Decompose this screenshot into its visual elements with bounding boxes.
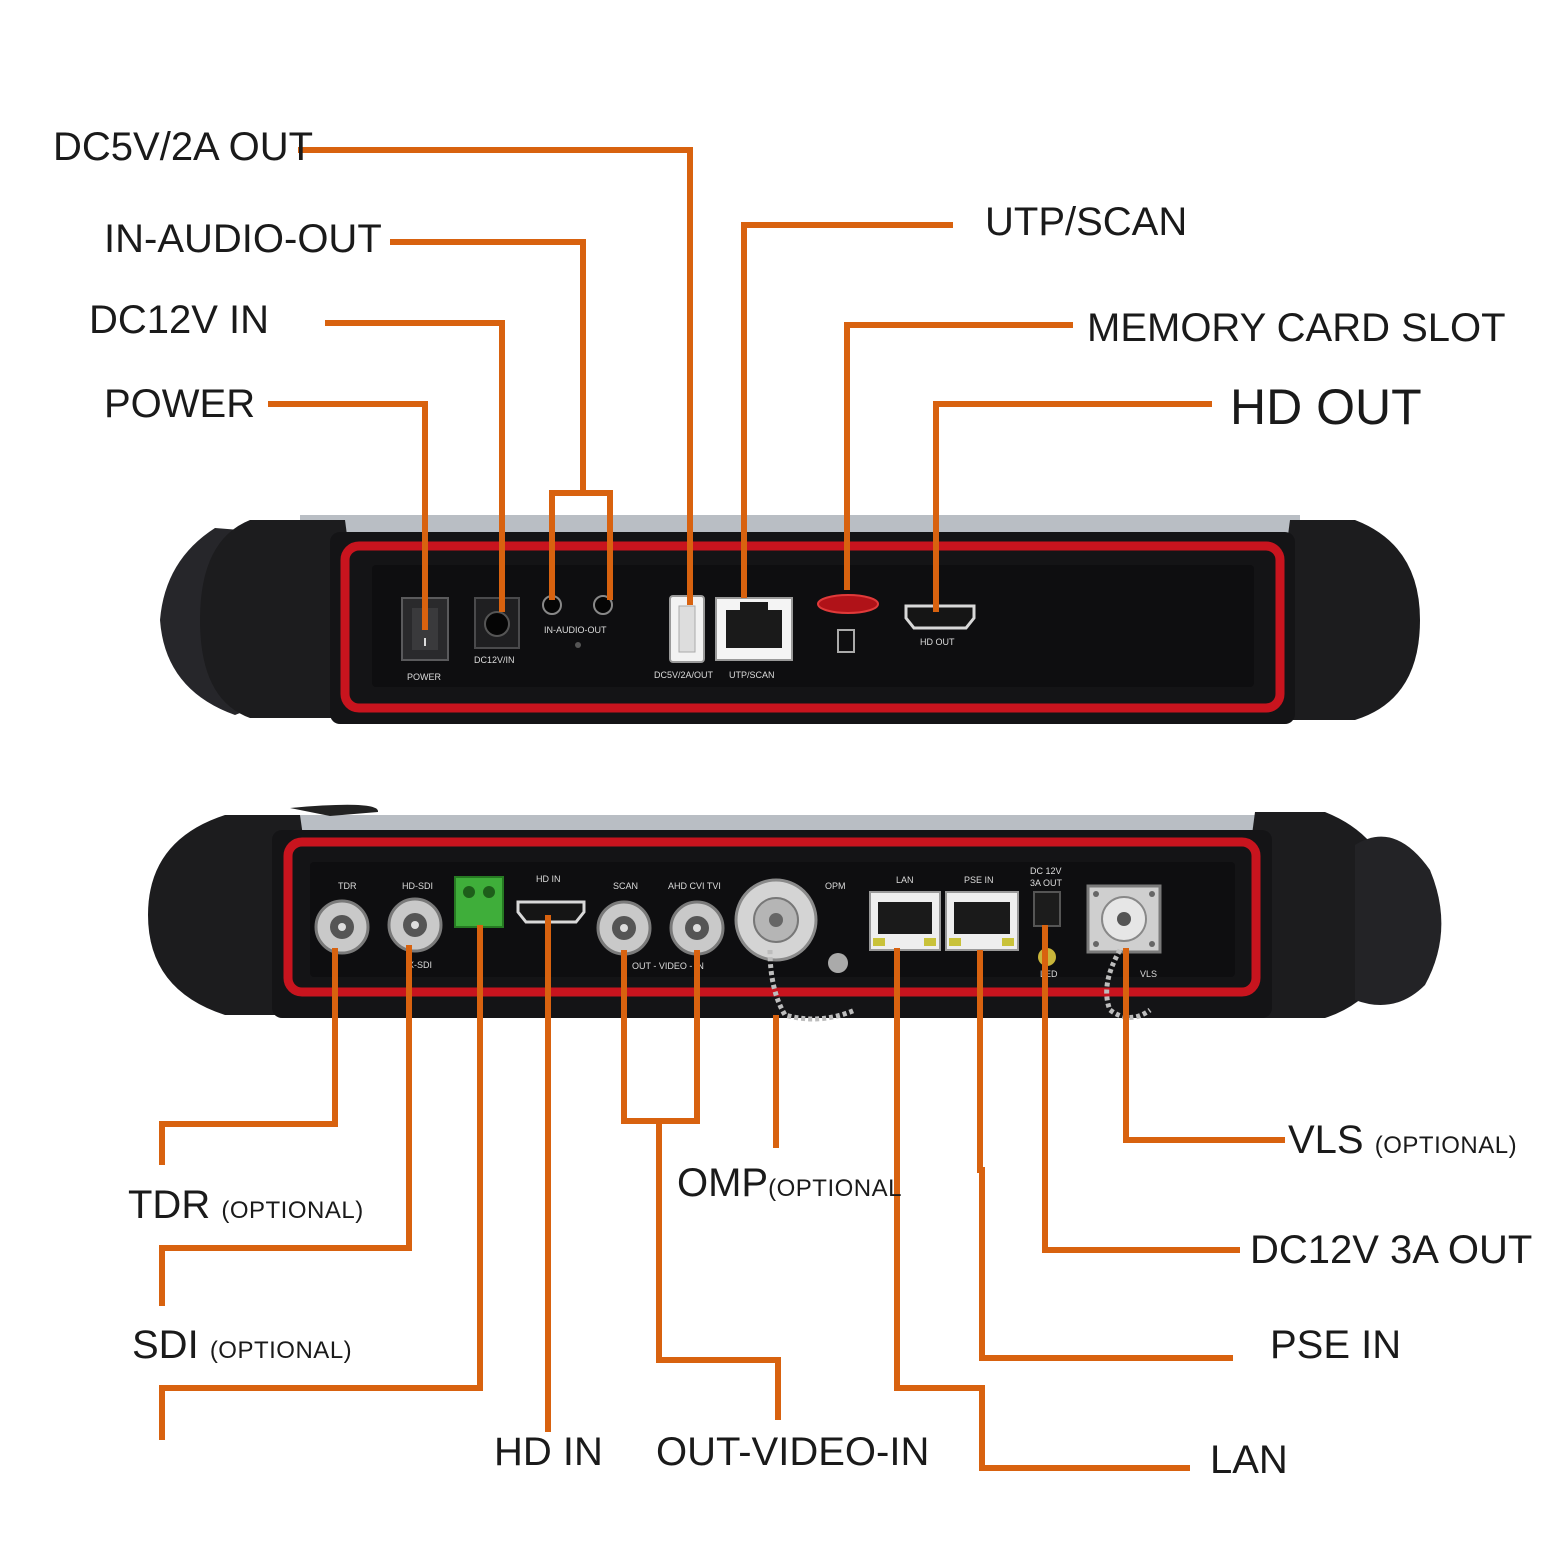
leader-hd-out (933, 401, 1212, 612)
label-dc5v-out: DC5V/2A OUT (53, 125, 314, 169)
silk-utp: UTP/SCAN (729, 670, 775, 680)
silk-dc-2: 3A OUT (1030, 878, 1063, 888)
label-utp-scan: UTP/SCAN (985, 200, 1188, 244)
silk-ahd: AHD CVI TVI (668, 881, 721, 891)
label-in-audio-out: IN-AUDIO-OUT (104, 217, 382, 261)
memory-card-slot (817, 594, 879, 614)
bnc-video-in (669, 900, 725, 956)
leader-pse (977, 950, 1233, 1361)
leader-lan (894, 948, 1190, 1471)
opm-connector (734, 878, 818, 962)
label-omp: OMP(OPTIONAL (677, 1163, 902, 1203)
silk-tdr: TDR (338, 881, 357, 891)
label-omp-text: OMP (677, 1161, 769, 1205)
usb-tongue (678, 605, 696, 653)
silk-hdsdi: HD-SDI (402, 881, 433, 891)
vls-connector (1086, 884, 1162, 954)
bottom-device: TDR HD-SDI X-SDI HD IN SCAN AHD CVI TVI … (148, 804, 1442, 1022)
vls-chain (1104, 948, 1152, 1020)
leader-audio (390, 239, 586, 493)
silk-led: LED (1040, 969, 1058, 979)
bottom-right-strap (1355, 836, 1442, 1005)
leader-power (268, 401, 428, 630)
label-sdi-optional: (OPTIONAL) (209, 1337, 353, 1364)
label-hd-out: HD OUT (1230, 379, 1422, 435)
dc-jack (474, 597, 520, 649)
hd-out-port (904, 604, 976, 630)
label-tdr-optional: (OPTIONAL) (221, 1197, 364, 1224)
green-terminal (454, 876, 504, 928)
top-right-bumper (1282, 520, 1420, 720)
dc-jack-hole (484, 611, 510, 637)
leader-vls (1123, 948, 1285, 1143)
lan-port (869, 891, 941, 951)
silk-power: POWER (407, 672, 442, 682)
label-sdi: SDI (OPTIONAL) (132, 1325, 352, 1365)
label-dc12v-3a-out: DC12V 3A OUT (1250, 1228, 1533, 1272)
silk-hd-out: HD OUT (920, 637, 955, 647)
opm-chain (767, 949, 856, 1022)
leader-green-terminal (159, 925, 483, 1440)
leader-video (656, 1121, 781, 1420)
opm-cap (828, 953, 848, 973)
silk-scan: SCAN (613, 881, 638, 891)
leader-tdr (159, 948, 338, 1165)
leader-dc5v (298, 147, 693, 605)
label-tdr: TDR (OPTIONAL) (128, 1185, 364, 1225)
label-tdr-text: TDR (128, 1183, 211, 1227)
label-dc12v-in: DC12V IN (89, 298, 270, 342)
top-device: POWER DC12V/IN IN-AUDIO-OUT DC5V/2A/OUT … (160, 515, 1420, 724)
label-pse-in: PSE IN (1270, 1323, 1402, 1367)
label-out-video-in: OUT-VIDEO-IN (656, 1430, 930, 1474)
label-lan: LAN (1210, 1438, 1288, 1482)
bnc-sdi (387, 897, 443, 953)
bottom-left-bumper (148, 815, 308, 1015)
silk-pse: PSE IN (964, 875, 994, 885)
label-memory-card-slot: MEMORY CARD SLOT (1087, 306, 1506, 350)
silk-audio: IN-AUDIO-OUT (544, 625, 607, 635)
pse-port (945, 891, 1019, 951)
top-panel (372, 565, 1254, 687)
silk-vls: VLS (1140, 969, 1157, 979)
leader-sdi (159, 945, 412, 1306)
label-hd-in: HD IN (494, 1430, 603, 1474)
leader-lines (159, 147, 1285, 1471)
silk-usb: DC5V/2A/OUT (654, 670, 714, 680)
silk-dc-1: DC 12V (1030, 866, 1062, 876)
label-sdi-text: SDI (132, 1323, 199, 1367)
bottom-stand-left (290, 804, 379, 816)
label-vls-text: VLS (1288, 1118, 1364, 1162)
audio-out-jack (593, 595, 613, 615)
silk-hdin: HD IN (536, 874, 561, 884)
top-red-trim (340, 541, 1285, 713)
leader-utp (741, 222, 953, 598)
top-left-bumper (200, 520, 353, 718)
leader-dc12v-in (325, 320, 505, 612)
bnc-video-out (596, 900, 652, 956)
dc-out-jack (1033, 891, 1061, 927)
hd-in-port (516, 900, 586, 924)
label-omp-optional: (OPTIONAL (768, 1175, 902, 1202)
silk-lan: LAN (896, 875, 914, 885)
bnc-tdr (314, 899, 370, 955)
label-vls-optional: (OPTIONAL) (1374, 1132, 1518, 1159)
utp-socket (726, 610, 782, 648)
sd-card-mark (837, 629, 855, 653)
silk-dc12v: DC12V/IN (474, 655, 515, 665)
label-vls: VLS (OPTIONAL) (1288, 1120, 1517, 1160)
silk-video: OUT - VIDEO - IN (632, 961, 704, 971)
leader-audio-fork (549, 490, 613, 600)
utp-latch (740, 602, 768, 612)
label-power: POWER (104, 382, 256, 426)
silk-opm: OPM (825, 881, 846, 891)
silk-sdi: X-SDI (408, 960, 432, 970)
leader-dc-out (1042, 925, 1240, 1253)
bottom-red-trim (283, 837, 1261, 997)
mic-hole (575, 642, 581, 648)
leader-memory (844, 322, 1073, 590)
